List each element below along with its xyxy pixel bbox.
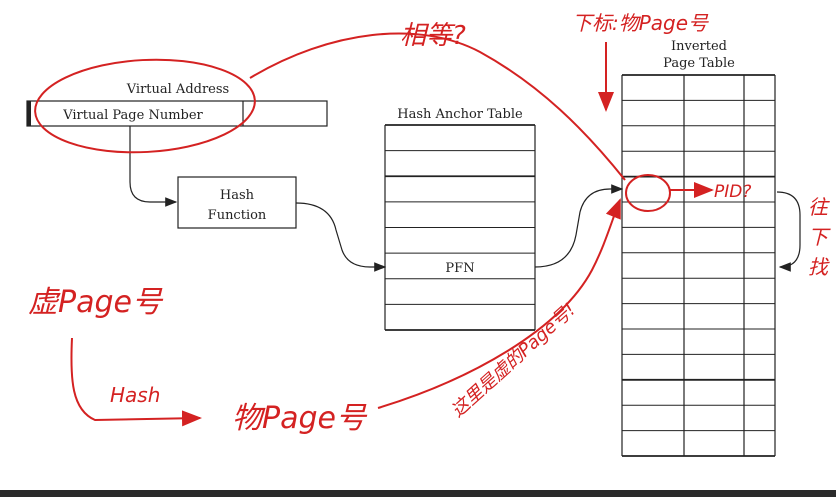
hash-function-box <box>177 176 297 229</box>
inverted-page-table <box>621 74 776 457</box>
search-down-char-2: 下 <box>808 225 831 249</box>
chain-next-arrow <box>776 191 801 272</box>
inverted-table-title-1: Inverted <box>671 39 727 54</box>
hash-to-anchor-arrow <box>295 202 387 272</box>
search-down-char-1: 往 <box>808 195 830 219</box>
bottom-border <box>0 490 836 497</box>
hash-anchor-table <box>384 124 536 331</box>
here-is-virtual-page-no-annotation: 这里是虚的Page号! <box>447 299 580 421</box>
index-note-annotation: 下标:物Page号 <box>572 11 709 35</box>
search-down-char-3: 找 <box>808 255 830 279</box>
hash-flow-arrow-annotation <box>70 337 202 427</box>
entry-circle-annotation <box>625 174 671 212</box>
compare-curve-annotation <box>249 32 626 181</box>
pid-question-annotation: PID? <box>714 182 751 202</box>
equal-question-annotation: 相等? <box>400 21 466 51</box>
pfn-entry: PFN <box>445 261 474 276</box>
hash-annotation: Hash <box>110 383 160 407</box>
physical-page-no-annotation: 物Page号 <box>232 401 368 436</box>
physical-to-ipt-arrow-annotation <box>377 198 621 409</box>
virtual-address-left-edge <box>27 101 31 126</box>
vpn-circle-annotation <box>34 58 256 154</box>
hash-function-label-2: Function <box>208 208 267 223</box>
vpn-to-hash-arrow <box>129 126 178 207</box>
virtual-page-no-annotation: 虚Page号 <box>28 285 164 320</box>
virtual-page-number-field: Virtual Page Number <box>62 108 203 123</box>
anchor-to-ipt-arrow <box>534 184 624 268</box>
inverted-table-title-2: Page Table <box>663 56 735 71</box>
virtual-address-title: Virtual Address <box>126 82 229 97</box>
hash-function-label-1: Hash <box>220 188 255 203</box>
hash-anchor-table-title: Hash Anchor Table <box>397 107 523 122</box>
